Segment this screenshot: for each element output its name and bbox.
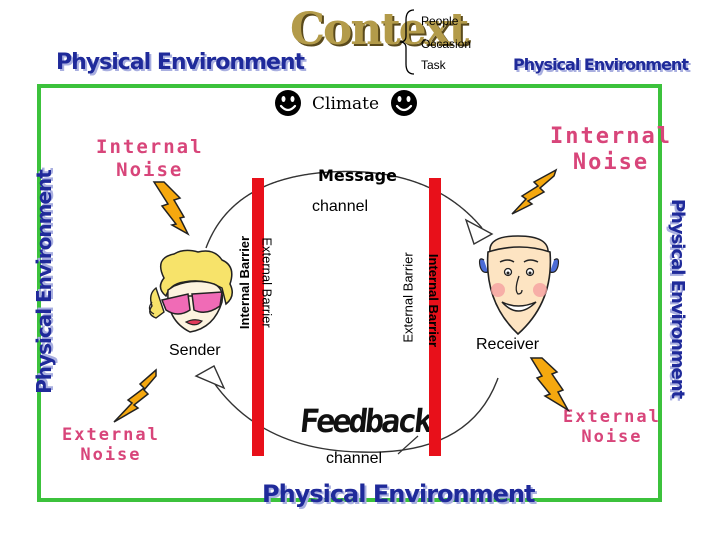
- sender-external-barrier-label: External Barrier: [259, 237, 275, 328]
- message-arc: [205, 170, 483, 249]
- sender-label: Sender: [169, 342, 221, 359]
- feedback-arrowhead: [194, 365, 226, 390]
- context-bracket: [399, 9, 415, 75]
- internal-noise-left: Internal Noise: [96, 136, 204, 181]
- lightning-internal-left-icon: [152, 181, 190, 236]
- lightning-external-right-icon: [529, 357, 570, 412]
- lightning-external-left-icon: [113, 368, 157, 423]
- environment-frame: [37, 84, 662, 502]
- channel-bottom-pointer: [397, 435, 419, 455]
- context-item-task: Task: [421, 58, 446, 72]
- context-item-occasion: Occasion: [421, 37, 472, 51]
- message-label: Message: [318, 166, 397, 185]
- smiley-left-icon: [275, 90, 301, 116]
- context-title: Context: [290, 4, 469, 55]
- env-label-top-left: Physical Environment: [56, 50, 305, 75]
- env-label-bottom: Physical Environment: [262, 480, 535, 508]
- sender-internal-barrier-label: Internal Barrier: [237, 235, 253, 330]
- feedback-arc: [211, 377, 499, 453]
- receiver-internal-barrier-label: Internal Barrier: [426, 253, 442, 348]
- receiver-face-icon: [478, 235, 560, 336]
- sender-barrier-bar: [252, 178, 264, 456]
- receiver-label: Receiver: [476, 336, 540, 353]
- external-noise-left: External Noise: [62, 425, 160, 466]
- sender-face-icon: [148, 249, 233, 333]
- receiver-barrier-bar: [429, 178, 441, 456]
- internal-noise-right: Internal Noise: [550, 124, 672, 176]
- env-label-top-right: Physical Environment: [513, 55, 689, 74]
- channel-top-label: channel: [312, 198, 369, 215]
- climate-label: Climate: [312, 94, 380, 114]
- feedback-label: Feedback: [298, 402, 433, 440]
- lightning-internal-right-icon: [511, 168, 558, 215]
- context-item-people: People: [421, 14, 459, 28]
- message-arrowhead: [464, 218, 494, 246]
- smiley-right-icon: [391, 90, 417, 116]
- channel-bottom-label: channel: [326, 450, 383, 467]
- receiver-external-barrier-label: External Barrier: [400, 252, 416, 343]
- external-noise-right: External Noise: [563, 407, 661, 448]
